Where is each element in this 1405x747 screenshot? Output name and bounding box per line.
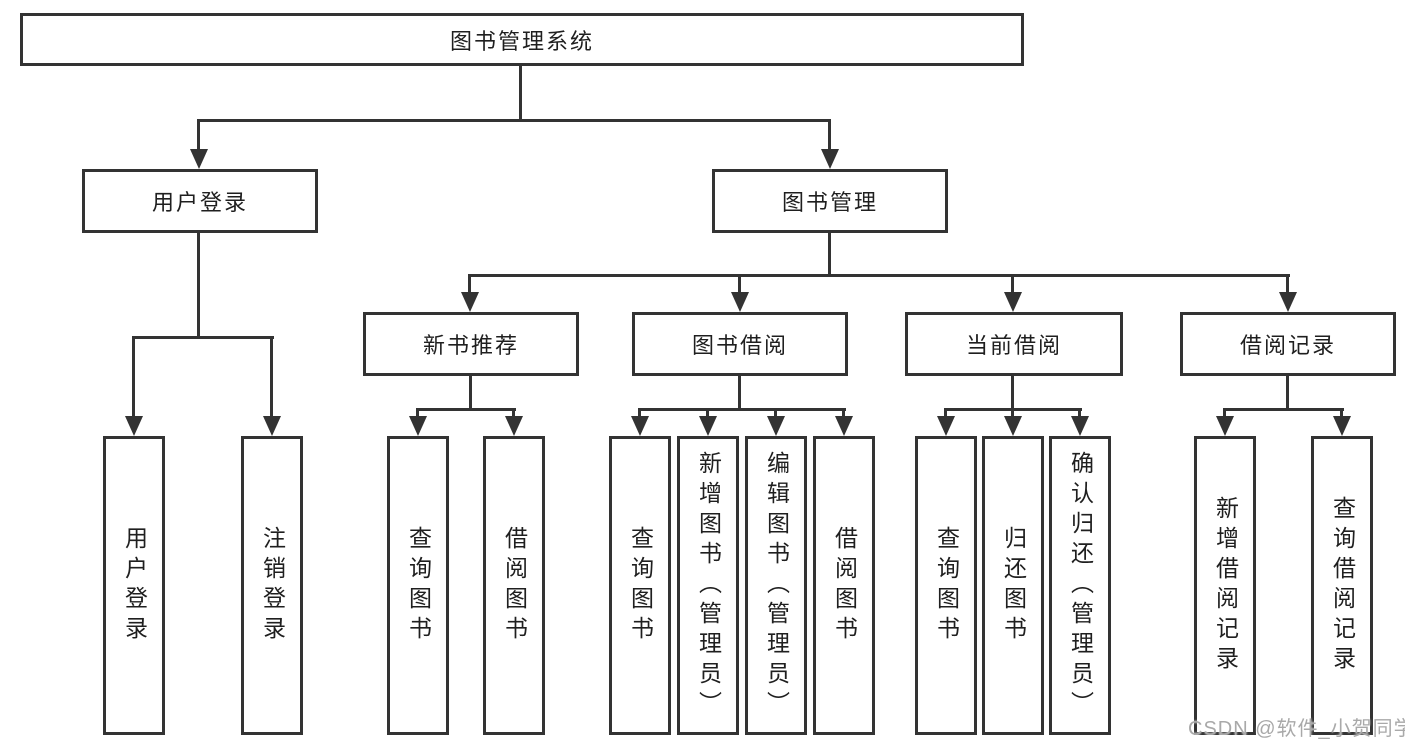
connector-book-borrowing-hbar [638, 408, 846, 411]
connector-root-hbar [197, 119, 831, 122]
arrowhead-rec-query [1333, 416, 1351, 436]
node-current-borrowing-label: 当前借阅 [965, 333, 1062, 358]
node-book-borrowing-label: 图书借阅 [691, 333, 788, 358]
leaf-logout-label: 注销登录 [259, 525, 286, 646]
node-book-borrowing: 图书借阅 [632, 312, 848, 376]
node-new-book-recommend: 新书推荐 [363, 312, 579, 376]
connector-to-book-management-shaft [828, 119, 831, 155]
leaf-user-login-label: 用户登录 [121, 525, 148, 646]
leaf-records-query-record-label: 查询借阅记录 [1329, 495, 1356, 676]
leaf-current-return-books: 归还图书 [982, 436, 1044, 735]
connector-to-current-borrowing-shaft [1011, 274, 1014, 296]
connector-to-borrowing-records-shaft [1286, 274, 1289, 296]
arrowhead-bb-query [631, 416, 649, 436]
leaf-records-add-record-label: 新增借阅记录 [1212, 495, 1239, 676]
connector-cb-return-shaft [1011, 408, 1014, 420]
node-user-login-label: 用户登录 [151, 190, 248, 215]
node-new-book-recommend-label: 新书推荐 [422, 333, 519, 358]
leaf-newbooks-query-books: 查询图书 [387, 436, 449, 735]
leaf-borrowing-edit-books-admin: 编辑图书（管理员） [745, 436, 807, 735]
connector-new-book-hbar [416, 408, 516, 411]
leaf-newbooks-borrow-books: 借阅图书 [483, 436, 545, 735]
connector-book-borrowing-stem [738, 376, 741, 411]
connector-cb-query-shaft [944, 408, 947, 420]
leaf-borrowing-borrow-books-label: 借阅图书 [831, 525, 858, 646]
connector-root-stem [519, 66, 522, 122]
connector-bb-edit-shaft [774, 408, 777, 420]
leaf-borrowing-borrow-books: 借阅图书 [813, 436, 875, 735]
csdn-watermark: CSDN @软件_小贺同学 [1188, 718, 1405, 740]
arrowhead-rec-add [1216, 416, 1234, 436]
connector-rec-add-shaft [1223, 408, 1226, 420]
connector-user-login-hbar [132, 336, 274, 339]
arrowhead-to-book-borrowing [731, 292, 749, 312]
leaf-newbooks-borrow-books-label: 借阅图书 [501, 525, 528, 646]
leaf-user-login: 用户登录 [103, 436, 165, 735]
connector-to-new-book-shaft [468, 274, 471, 296]
leaf-borrowing-add-books-admin: 新增图书（管理员） [677, 436, 739, 735]
leaf-current-confirm-return-admin: 确认归还（管理员） [1049, 436, 1111, 735]
arrowhead-cb-query [937, 416, 955, 436]
node-borrowing-records: 借阅记录 [1180, 312, 1396, 376]
arrowhead-to-leaf-user-login [125, 416, 143, 436]
arrowhead-bb-add [699, 416, 717, 436]
leaf-records-add-record: 新增借阅记录 [1194, 436, 1256, 735]
node-root: 图书管理系统 [20, 13, 1024, 66]
leaf-current-query-books: 查询图书 [915, 436, 977, 735]
connector-borrowing-records-hbar [1223, 408, 1344, 411]
arrowhead-to-leaf-logout [263, 416, 281, 436]
connector-bb-add-shaft [706, 408, 709, 420]
leaf-current-query-books-label: 查询图书 [933, 525, 960, 646]
leaf-borrowing-query-books: 查询图书 [609, 436, 671, 735]
node-book-management-label: 图书管理 [781, 190, 878, 215]
connector-to-user-login-shaft [197, 119, 200, 155]
arrowhead-to-book-management [821, 149, 839, 169]
arrowhead-bb-borrow [835, 416, 853, 436]
connector-to-book-borrowing-shaft [738, 274, 741, 296]
connector-new-book-stem [469, 376, 472, 411]
connector-bb-borrow-shaft [842, 408, 845, 420]
node-book-management: 图书管理 [712, 169, 948, 233]
leaf-records-query-record: 查询借阅记录 [1311, 436, 1373, 735]
leaf-borrowing-add-books-admin-label: 新增图书（管理员） [695, 450, 722, 721]
arrowhead-to-user-login [190, 149, 208, 169]
arrowhead-cb-return [1004, 416, 1022, 436]
connector-book-management-hbar [468, 274, 1290, 277]
connector-nb-borrow-shaft [512, 408, 515, 420]
leaf-logout: 注销登录 [241, 436, 303, 735]
node-user-login: 用户登录 [82, 169, 318, 233]
connector-to-leaf-user-login-shaft [132, 336, 135, 420]
arrowhead-bb-edit [767, 416, 785, 436]
node-current-borrowing: 当前借阅 [905, 312, 1123, 376]
connector-nb-query-shaft [416, 408, 419, 420]
leaf-borrowing-query-books-label: 查询图书 [627, 525, 654, 646]
arrowhead-nb-query [409, 416, 427, 436]
leaf-current-confirm-return-admin-label: 确认归还（管理员） [1067, 450, 1094, 721]
connector-bb-query-shaft [638, 408, 641, 420]
connector-borrowing-records-stem [1286, 376, 1289, 411]
arrowhead-to-new-book-recommend [461, 292, 479, 312]
arrowhead-to-current-borrowing [1004, 292, 1022, 312]
leaf-current-return-books-label: 归还图书 [1000, 525, 1027, 646]
arrowhead-cb-confirm [1071, 416, 1089, 436]
connector-current-borrowing-stem [1011, 376, 1014, 411]
arrowhead-to-borrowing-records [1279, 292, 1297, 312]
arrowhead-nb-borrow [505, 416, 523, 436]
connector-to-leaf-logout-shaft [270, 336, 273, 420]
connector-cb-confirm-shaft [1078, 408, 1081, 420]
leaf-newbooks-query-books-label: 查询图书 [405, 525, 432, 646]
connector-rec-query-shaft [1340, 408, 1343, 420]
connector-user-login-stem [197, 233, 200, 339]
node-root-label: 图书管理系统 [449, 28, 594, 54]
connector-book-management-stem [828, 233, 831, 277]
node-borrowing-records-label: 借阅记录 [1239, 333, 1336, 358]
leaf-borrowing-edit-books-admin-label: 编辑图书（管理员） [763, 450, 790, 721]
